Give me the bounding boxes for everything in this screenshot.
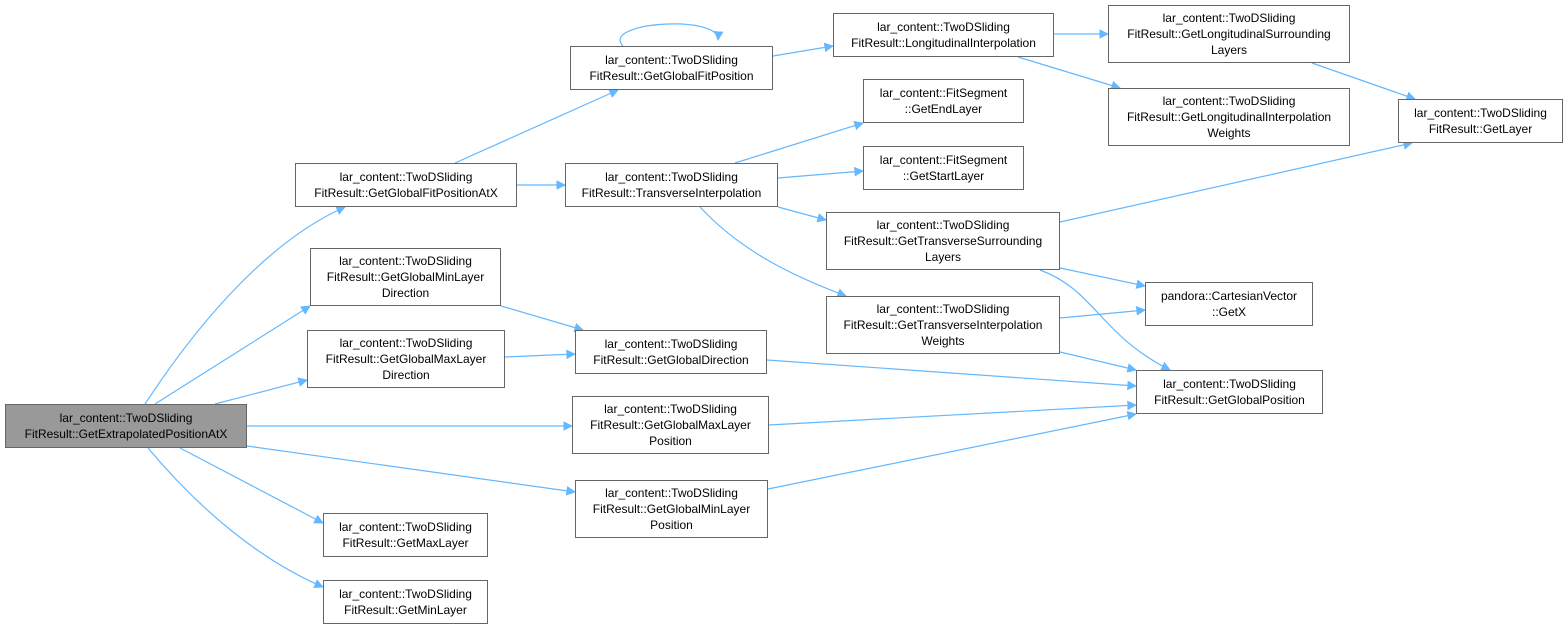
edge-root-to-maxl (179, 447, 324, 524)
node-label-line: FitResult::GetGlobalMaxLayer (590, 418, 751, 432)
edge-gmaxld-to-gdir (504, 349, 576, 360)
node-label-line: lar_content::FitSegment (879, 86, 1008, 100)
node-label-line: Weights (1207, 126, 1251, 140)
node-label-line: Layers (1210, 43, 1248, 57)
node-label-line: FitResult::GetLongitudinalInterpolation (1126, 110, 1332, 124)
node-label-line: FitResult::GetGlobalFitPositionAtX (314, 186, 498, 200)
node-label-line: Position (649, 434, 692, 448)
node-label-line: lar_content::TwoDSliding (339, 170, 473, 184)
edge-root-to-gfpax (144, 206, 346, 405)
node-label-line: lar_content::TwoDSliding (1162, 11, 1296, 25)
node-label-line: lar_content::FitSegment (879, 153, 1008, 167)
edge-ti-to-gtsl (777, 206, 827, 223)
node-label-line: pandora::CartesianVector (1160, 289, 1298, 303)
node-label-line: Direction (381, 286, 430, 300)
node-label-line: ::GetStartLayer (902, 169, 985, 183)
edge-gfp-to-gfp (619, 23, 724, 47)
edge-gdir-to-gpos (766, 359, 1137, 391)
node-label-line: lar_content::TwoDSliding (876, 218, 1010, 232)
node-label-line: Layers (924, 250, 962, 264)
node-label-line: lar_content::TwoDSliding (604, 402, 737, 416)
node-fit-segment-get-start-layer[interactable]: lar_content::FitSegment::GetStartLayer (863, 146, 1024, 190)
node-label-line: lar_content::TwoDSliding (1162, 94, 1296, 108)
node-label-line: FitResult::GetGlobalMaxLayer (325, 352, 487, 366)
node-label-line: lar_content::TwoDSliding (339, 587, 472, 601)
edge-root-to-minl (147, 447, 324, 589)
node-cartesian-vector-get-x[interactable]: pandora::CartesianVector::GetX (1145, 282, 1313, 326)
node-label-line: FitResult::GetGlobalDirection (593, 353, 749, 367)
edge-ti-to-gtiw (699, 206, 847, 298)
node-label-line: FitResult::GetGlobalPosition (1154, 393, 1305, 407)
edge-root-to-gmaxld (214, 377, 308, 405)
node-label-line: FitResult::GetMinLayer (344, 603, 467, 617)
node-label-line: ::GetX (1211, 305, 1246, 319)
edge-glsl-to-glayer (1311, 62, 1416, 101)
node-label-line: lar_content::TwoDSliding (1163, 377, 1296, 391)
edge-gminld-to-gdir (500, 305, 584, 333)
node-label-line: FitResult::GetGlobalMinLayer (592, 502, 751, 516)
edge-gtsl-to-cvx (1059, 267, 1146, 289)
edge-ti-to-fsstart (777, 166, 864, 179)
node-label-line: lar_content::TwoDSliding (1414, 106, 1547, 120)
edge-gtiw-to-gpos (1059, 351, 1137, 373)
node-label-line: FitResult::GetGlobalFitPosition (589, 69, 754, 83)
node-label-line: lar_content::TwoDSliding (339, 520, 472, 534)
edge-gmaxlp-to-gpos (768, 400, 1137, 426)
node-label-line: Direction (382, 368, 430, 382)
node-label-line: lar_content::TwoDSliding (876, 302, 1010, 316)
node-label-line: FitResult::GetTransverseInterpolation (843, 318, 1043, 332)
node-label-line: lar_content::TwoDSliding (59, 411, 193, 425)
edge-root-to-gminld (154, 305, 311, 405)
edge-root-to-gminlp (246, 445, 576, 496)
node-label-line: lar_content::TwoDSliding (877, 20, 1010, 34)
node-label-line: lar_content::TwoDSliding (605, 170, 738, 184)
edge-gtsl-to-glayer (1059, 140, 1413, 223)
node-label-line: Position (650, 518, 693, 532)
edge-gfpax-to-gfp (454, 89, 619, 164)
node-label-line: Weights (921, 334, 965, 348)
node-label-line: lar_content::TwoDSliding (339, 336, 473, 350)
node-label-line: FitResult::GetGlobalMinLayer (326, 270, 485, 284)
edge-gfp-to-li (772, 42, 834, 57)
node-label-line: lar_content::TwoDSliding (605, 53, 738, 67)
node-label-line: lar_content::TwoDSliding (604, 337, 738, 351)
edge-gminlp-to-gpos (767, 411, 1137, 490)
node-label-line: FitResult::GetExtrapolatedPositionAtX (24, 427, 228, 441)
node-fit-segment-get-end-layer[interactable]: lar_content::FitSegment::GetEndLayer (863, 79, 1024, 123)
node-label-line: FitResult::TransverseInterpolation (581, 186, 762, 200)
edge-ti-to-fsend (734, 120, 864, 164)
node-label-line: FitResult::GetLayer (1428, 122, 1533, 136)
node-label-line: FitResult::GetLongitudinalSurrounding (1127, 27, 1331, 41)
node-label-line: FitResult::GetTransverseSurrounding (843, 234, 1043, 248)
node-label-line: lar_content::TwoDSliding (339, 254, 472, 268)
node-label-line: FitResult::LongitudinalInterpolation (851, 36, 1036, 50)
node-label-line: FitResult::GetMaxLayer (342, 536, 469, 550)
edge-gtiw-to-cvx (1059, 306, 1146, 319)
node-label-line: ::GetEndLayer (904, 102, 983, 116)
node-label-line: lar_content::TwoDSliding (605, 486, 738, 500)
edge-li-to-gliw (1017, 56, 1121, 91)
